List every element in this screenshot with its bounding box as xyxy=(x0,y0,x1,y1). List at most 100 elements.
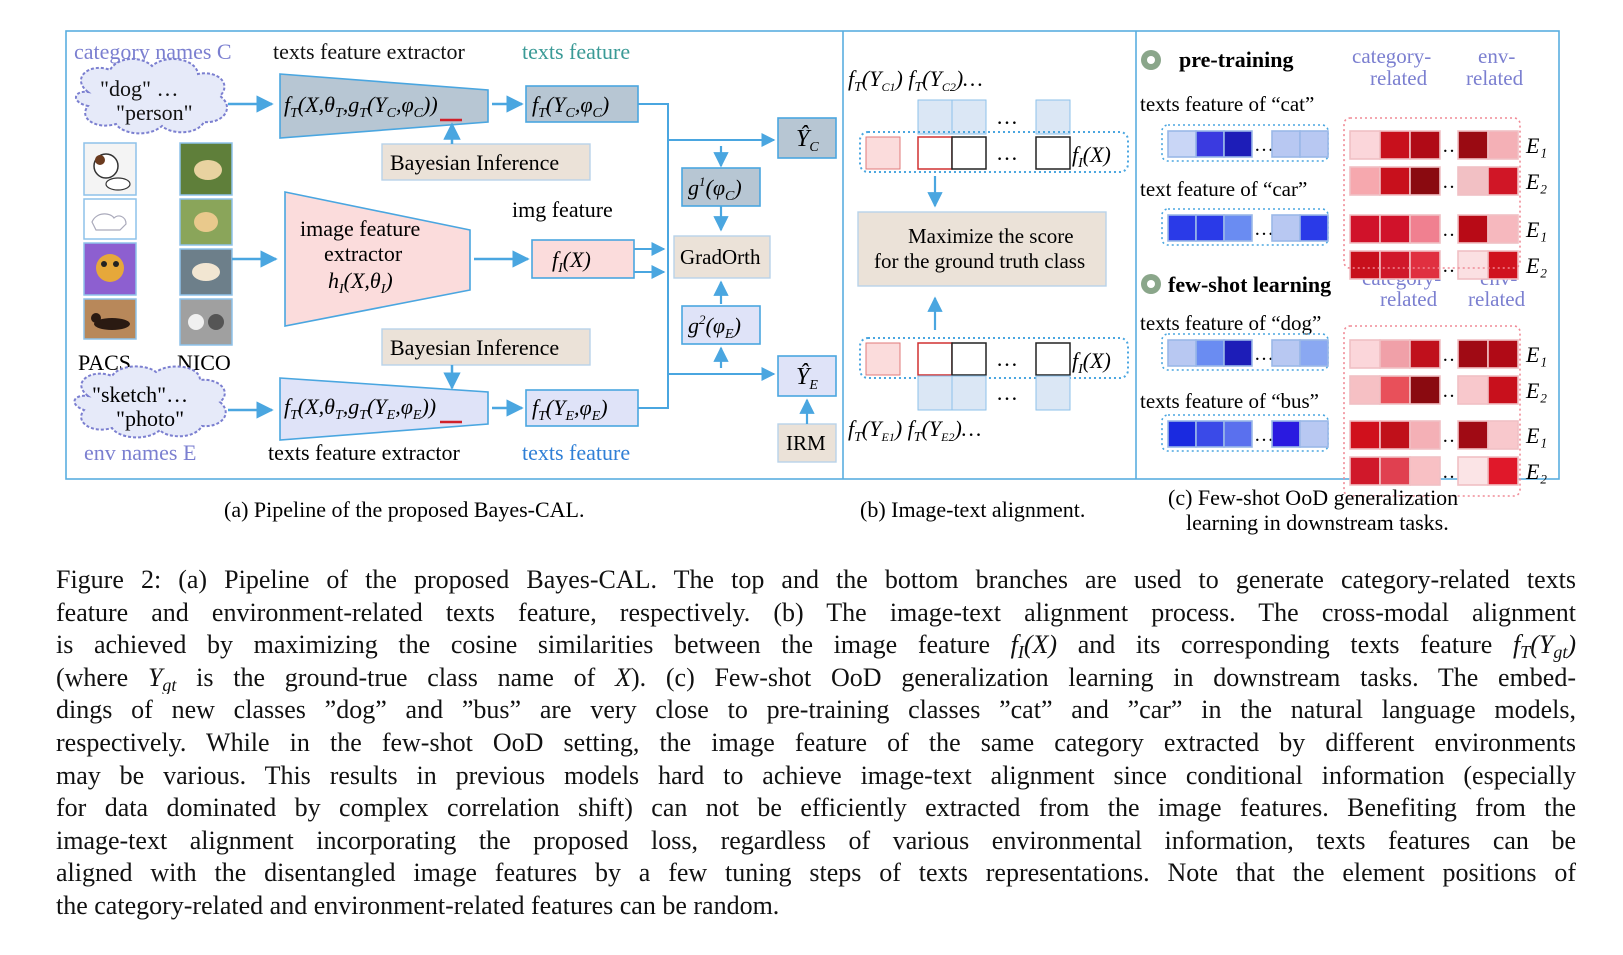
texts-feature-bottom-box xyxy=(525,389,639,427)
embedding-ellipsis: E₁ xyxy=(1525,217,1547,242)
svg-text:IRM: IRM xyxy=(786,431,826,455)
embedding-cell xyxy=(1195,130,1225,158)
embedding-cell xyxy=(1195,214,1225,242)
svg-text:g2(φE): g2(φE) xyxy=(688,312,741,342)
svg-text:Maximize the score: Maximize the score xyxy=(908,224,1074,248)
embedding-ellipsis: … xyxy=(1442,461,1462,483)
subcaption-a: (a) Pipeline of the proposed Bayes-CAL. xyxy=(224,497,584,522)
gradorth-box xyxy=(673,235,771,279)
svg-text:fI(X): fI(X) xyxy=(1072,142,1111,171)
caption-line: the category-related and environment-rel… xyxy=(56,890,780,920)
embedding-cell xyxy=(1379,250,1411,280)
embedding-ellipsis: … xyxy=(1442,425,1462,447)
caption-line: for data dominated by complex correlatio… xyxy=(56,793,1576,823)
bayesian-inference-top xyxy=(381,143,591,181)
svg-text:env-: env- xyxy=(1478,44,1515,68)
bus-label: texts feature of “bus” xyxy=(1140,389,1319,413)
subcaption-c-2: learning in downstream tasks. xyxy=(1186,510,1449,535)
embedding-cell xyxy=(1457,339,1489,369)
embedding-ellipsis: E₂ xyxy=(1525,378,1547,403)
embedding-ellipsis: E₂ xyxy=(1525,169,1547,194)
embedding-cell xyxy=(1409,456,1441,486)
gear-icon xyxy=(1141,274,1161,294)
embedding-cell xyxy=(1343,117,1521,269)
embedding-cell xyxy=(1223,214,1253,242)
text-extractor-top-trapezoid xyxy=(279,73,489,139)
embedding-cell xyxy=(1409,214,1441,244)
embedding-cell xyxy=(1379,420,1411,450)
embedding-cell xyxy=(1457,166,1489,196)
category-names-label: category names C xyxy=(74,39,232,64)
embedding-ellipsis: … xyxy=(1442,344,1462,366)
embedding-cell xyxy=(1299,130,1329,158)
embedding-ellipsis: … xyxy=(1254,424,1274,446)
embedding-cell xyxy=(1487,214,1519,244)
embedding-ellipsis: … xyxy=(1254,218,1274,240)
embedding-cell xyxy=(1271,130,1301,158)
embedding-cell xyxy=(1487,420,1519,450)
embedding-cell xyxy=(1349,166,1381,196)
nico-images xyxy=(179,142,233,346)
embedding-ellipsis: … xyxy=(1442,255,1462,277)
embedding-ellipsis: E₁ xyxy=(1525,342,1547,367)
caption-line: feature and environment-related texts fe… xyxy=(56,597,1576,627)
figure-caption: Figure 2: (a) Pipeline of the proposed B… xyxy=(56,564,1576,923)
svg-text:…: … xyxy=(996,346,1018,371)
cloud-top-text-1: "dog" … xyxy=(100,76,178,101)
svg-text:…: … xyxy=(996,140,1018,165)
embedding-cell xyxy=(1409,130,1441,160)
svg-text:related: related xyxy=(1466,66,1524,90)
embedding-cell xyxy=(1349,456,1381,486)
embedding-cell xyxy=(1487,130,1519,160)
img-feature-row-bottom xyxy=(859,337,1129,379)
embedding-cell xyxy=(1487,166,1519,196)
embedding-cell xyxy=(1349,339,1381,369)
svg-text:image feature: image feature xyxy=(300,216,420,241)
svg-text:related: related xyxy=(1380,287,1438,311)
category-cloud: "dog" … "person" xyxy=(75,58,228,135)
embedding-cell xyxy=(1409,166,1441,196)
car-label: text feature of “car” xyxy=(1140,177,1307,201)
embedding-cell xyxy=(1379,214,1411,244)
embedding-cell xyxy=(1195,420,1225,448)
embedding-cell xyxy=(1457,375,1489,405)
embedding-ellipsis: E₂ xyxy=(1525,459,1547,484)
embedding-cell xyxy=(1223,420,1253,448)
texts-feature-top-box xyxy=(525,85,639,123)
svg-text:category-: category- xyxy=(1352,44,1431,68)
text-feature-column-bottom: … xyxy=(917,375,1071,411)
y-hat-c-box xyxy=(777,117,837,159)
svg-text:extractor: extractor xyxy=(324,241,403,266)
image-extractor-trapezoid xyxy=(284,191,471,327)
caption-line: (where Ygt is the ground-true class name… xyxy=(56,662,1576,695)
img-feature-box xyxy=(531,239,635,279)
svg-text:fI(X): fI(X) xyxy=(1072,348,1111,377)
embedding-cell xyxy=(1223,339,1253,367)
embedding-ellipsis: … xyxy=(1442,135,1462,157)
embedding-ellipsis: E₁ xyxy=(1525,423,1547,448)
embedding-cell xyxy=(1349,420,1381,450)
embedding-cell xyxy=(1167,130,1197,158)
embedding-cell xyxy=(1379,166,1411,196)
embedding-cell xyxy=(1349,375,1381,405)
embedding-ellipsis: … xyxy=(1254,343,1274,365)
gear-icon xyxy=(1141,50,1161,70)
embedding-ellipsis: … xyxy=(1254,134,1274,156)
cloud-top-text-2: "person" xyxy=(116,100,193,125)
embedding-cell xyxy=(1379,456,1411,486)
text-extractor-bottom-trapezoid xyxy=(279,377,489,441)
embedding-cell xyxy=(1409,339,1441,369)
figure-diagram: category names C texts feature extractor… xyxy=(65,30,1560,535)
texts-feature-bottom-label: texts feature xyxy=(522,440,630,465)
embedding-cell xyxy=(1379,375,1411,405)
texts-feature-extractor-bottom-label: texts feature extractor xyxy=(268,440,460,465)
maximize-box xyxy=(857,211,1107,287)
texts-feature-extractor-top-label: texts feature extractor xyxy=(273,39,465,64)
embedding-cell xyxy=(1349,250,1381,280)
embedding-cell xyxy=(1409,420,1441,450)
embedding-cell xyxy=(1299,339,1329,367)
embedding-cells: ……E₁…E₂……E₁…E₂……E₁…E₂……E₁…E₂ xyxy=(1161,117,1547,497)
embedding-cell xyxy=(1195,339,1225,367)
text-extractor-top-formula: fT(X,θT,gT(YC,φC)) xyxy=(284,92,438,121)
svg-text:fT(YE1) fT(YE2)…: fT(YE1) fT(YE2)… xyxy=(848,416,981,445)
